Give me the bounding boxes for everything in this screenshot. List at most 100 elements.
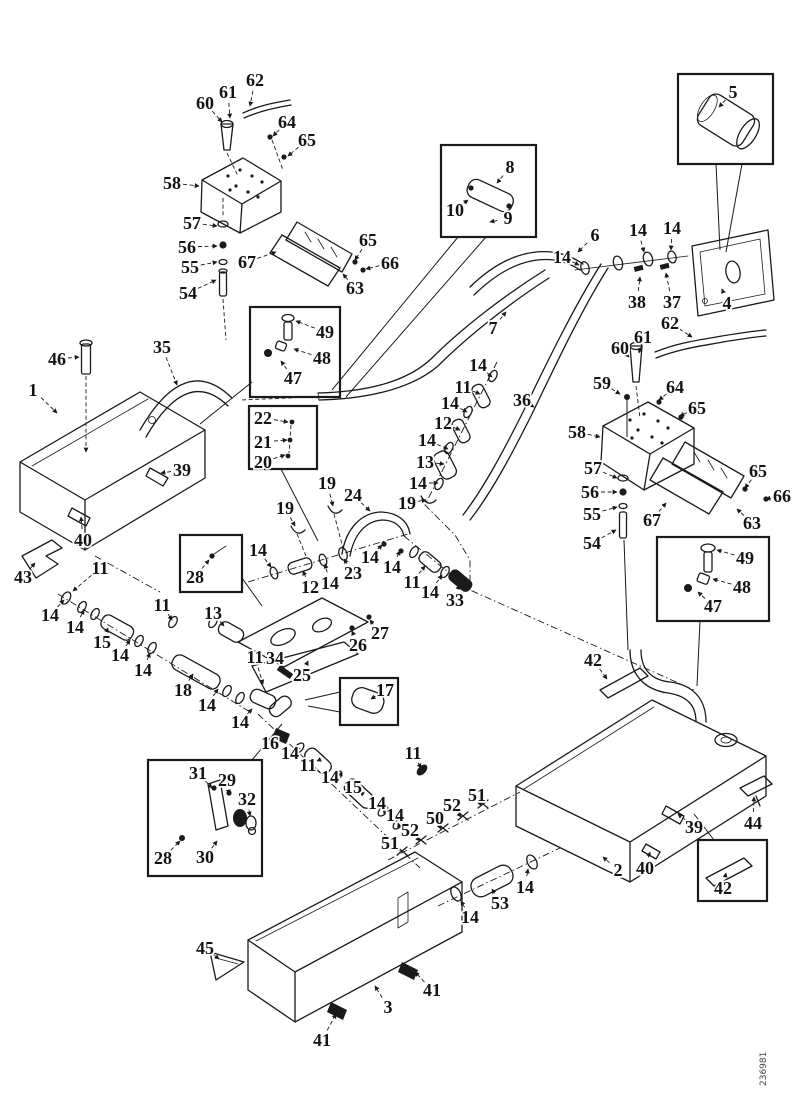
hose-6: [469, 250, 584, 296]
callout-57: 57: [183, 213, 201, 233]
callout-28: 28: [154, 848, 172, 868]
leader-57: [602, 471, 618, 479]
callout-14: 14: [361, 547, 379, 567]
callout-51: 51: [468, 785, 486, 805]
callout-60: 60: [611, 338, 629, 358]
leader-32: [246, 809, 252, 817]
leader-38: [637, 276, 642, 292]
callout-31: 31: [189, 763, 207, 783]
callout-63: 63: [743, 513, 761, 533]
leader-18: [188, 673, 194, 681]
leader-46: [67, 354, 80, 360]
leader-49: [295, 320, 315, 329]
leader-14: [377, 544, 383, 550]
leader-11: [418, 565, 426, 574]
callout-14: 14: [663, 218, 681, 238]
leader-41: [326, 1013, 337, 1031]
callout-67: 67: [643, 510, 661, 530]
leader-37: [664, 272, 671, 292]
leader-43: [29, 562, 36, 569]
callout-51: 51: [381, 833, 399, 853]
callout-14: 14: [111, 645, 129, 665]
clamp-chain-center: [247, 533, 409, 583]
leader-58: [182, 183, 200, 188]
hardware-stack-left: [217, 198, 229, 341]
leader-39: [160, 469, 172, 475]
callout-21: 21: [254, 432, 272, 452]
callout-14: 14: [368, 793, 386, 813]
leader-5: [718, 99, 726, 108]
leader-14: [640, 240, 646, 253]
callout-35: 35: [153, 337, 171, 357]
leader-22: [273, 418, 289, 424]
callout-11: 11: [246, 647, 263, 667]
detail-box-17: [338, 676, 400, 727]
clip-41-b: [327, 1002, 347, 1020]
leader-14: [524, 868, 530, 877]
leader-62: [248, 90, 254, 107]
callout-47: 47: [284, 368, 302, 388]
leader-9: [489, 218, 498, 224]
callout-55: 55: [583, 504, 601, 524]
detail-box-31-29-32-30-28: [146, 758, 264, 878]
leader-14: [264, 558, 272, 568]
callout-40: 40: [74, 530, 92, 550]
leader-40: [646, 851, 652, 858]
clip-40-right: [641, 843, 661, 860]
leader-64: [272, 129, 280, 137]
leader-14: [436, 443, 449, 450]
callout-39: 39: [173, 460, 191, 480]
callout-14: 14: [441, 393, 459, 413]
leader-14: [323, 563, 329, 573]
junction-fitting-11: [249, 688, 292, 718]
callout-65: 65: [688, 398, 706, 418]
leader-14: [212, 688, 219, 697]
leader-65: [354, 248, 363, 261]
callout-64: 64: [666, 377, 684, 397]
callout-19: 19: [276, 498, 294, 518]
leader-55: [602, 505, 618, 512]
callout-14: 14: [321, 573, 339, 593]
callout-30: 30: [196, 847, 214, 867]
callout-24: 24: [344, 485, 362, 505]
hose-62-right: [654, 329, 767, 359]
callout-57: 57: [584, 458, 602, 478]
callout-23: 23: [344, 563, 362, 583]
leader-3: [374, 985, 383, 998]
callout-36: 36: [513, 390, 531, 410]
callout-45: 45: [196, 938, 214, 958]
callout-14: 14: [134, 660, 152, 680]
leader-24: [360, 502, 371, 512]
leader-7: [499, 311, 507, 320]
leader-49: [716, 548, 735, 556]
callout-65: 65: [359, 230, 377, 250]
callout-12: 12: [434, 413, 452, 433]
leader-14: [146, 652, 151, 660]
callout-40: 40: [636, 858, 654, 878]
leader-6: [577, 242, 588, 253]
callout-46: 46: [48, 349, 66, 369]
leader-19: [329, 493, 335, 507]
callout-14: 14: [66, 617, 84, 637]
leader-11: [72, 574, 92, 592]
leader-26: [351, 630, 356, 636]
callout-16: 16: [261, 733, 279, 753]
leader-14: [395, 550, 401, 558]
leader-10: [463, 199, 469, 205]
leader-27: [369, 619, 375, 625]
callout-1: 1: [29, 380, 38, 400]
callout-11: 11: [454, 377, 471, 397]
callout-11: 11: [299, 755, 316, 775]
hose-53: [437, 847, 561, 907]
callout-44: 44: [744, 813, 762, 833]
leader-65: [679, 411, 688, 417]
leader-14: [337, 771, 343, 777]
callout-54: 54: [583, 533, 601, 553]
leader-60: [624, 352, 630, 358]
leader-54: [197, 279, 217, 289]
callout-29: 29: [218, 770, 236, 790]
filler-neck-5: [696, 93, 760, 253]
hardware-stack-right: [617, 474, 629, 651]
filler-funnel-right: [629, 341, 643, 419]
